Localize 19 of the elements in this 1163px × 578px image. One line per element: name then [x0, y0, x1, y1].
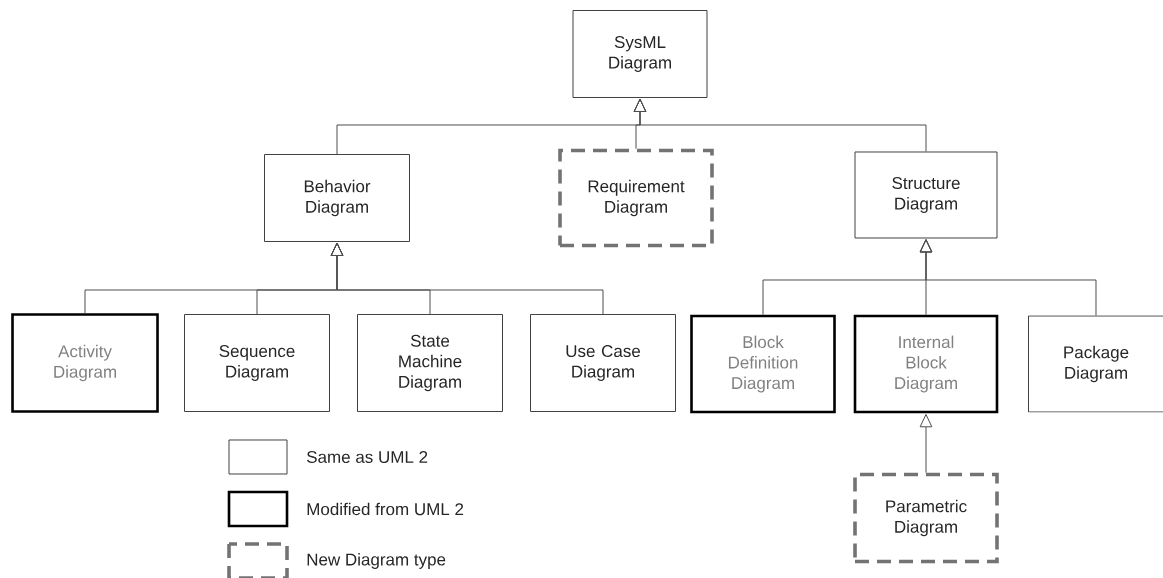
generalization-arrow — [330, 242, 604, 315]
diagram-box: Structure Diagram — [854, 151, 998, 239]
diagram-box: Block Definition Diagram — [690, 314, 836, 414]
diagram-box: Sequence Diagram — [184, 314, 330, 412]
diagram-box: State Machine Diagram — [357, 314, 503, 412]
generalization-arrow — [919, 414, 933, 474]
diagram-box: Use Case Diagram — [530, 314, 676, 412]
generalization-arrow — [919, 239, 1097, 316]
generalization-arrow — [633, 98, 927, 152]
legend-label: New Diagram type — [307, 553, 446, 569]
dashed-diagram-box: Requirement Diagram — [558, 148, 714, 248]
diagram-box: Behavior Diagram — [264, 154, 410, 242]
dashed-diagram-box: Parametric Diagram — [853, 472, 999, 564]
diagram-box: Package Diagram — [1028, 315, 1163, 413]
diagram-box: Internal Block Diagram — [853, 314, 999, 414]
diagram-box: SysML Diagram — [572, 10, 708, 98]
legend-label: Modified from UML 2 — [307, 502, 464, 516]
legend-label: Same as UML 2 — [307, 450, 428, 463]
diagram-box: Activity Diagram — [11, 313, 159, 413]
